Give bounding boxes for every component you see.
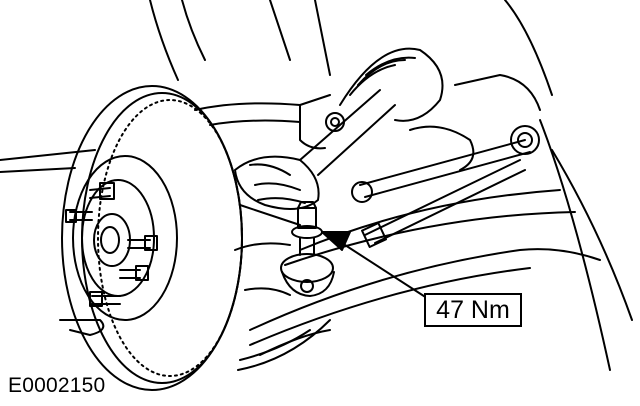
- subframe: [249, 189, 601, 356]
- arrow-icon: [321, 231, 351, 251]
- torque-label: 47 Nm: [436, 295, 510, 324]
- tie-rod: [351, 125, 540, 248]
- brake-disc: [61, 85, 243, 391]
- callout-leader: [321, 231, 431, 301]
- drive-shaft: [234, 47, 475, 210]
- strut-housing: [194, 74, 541, 150]
- ball-joint-nut: [280, 201, 335, 297]
- wheel-studs: [59, 182, 158, 336]
- figure-id: E0002150: [8, 374, 106, 397]
- body-outline: [0, 0, 633, 371]
- lower-arm: [234, 204, 331, 371]
- torque-callout-box: 47 Nm: [424, 293, 522, 327]
